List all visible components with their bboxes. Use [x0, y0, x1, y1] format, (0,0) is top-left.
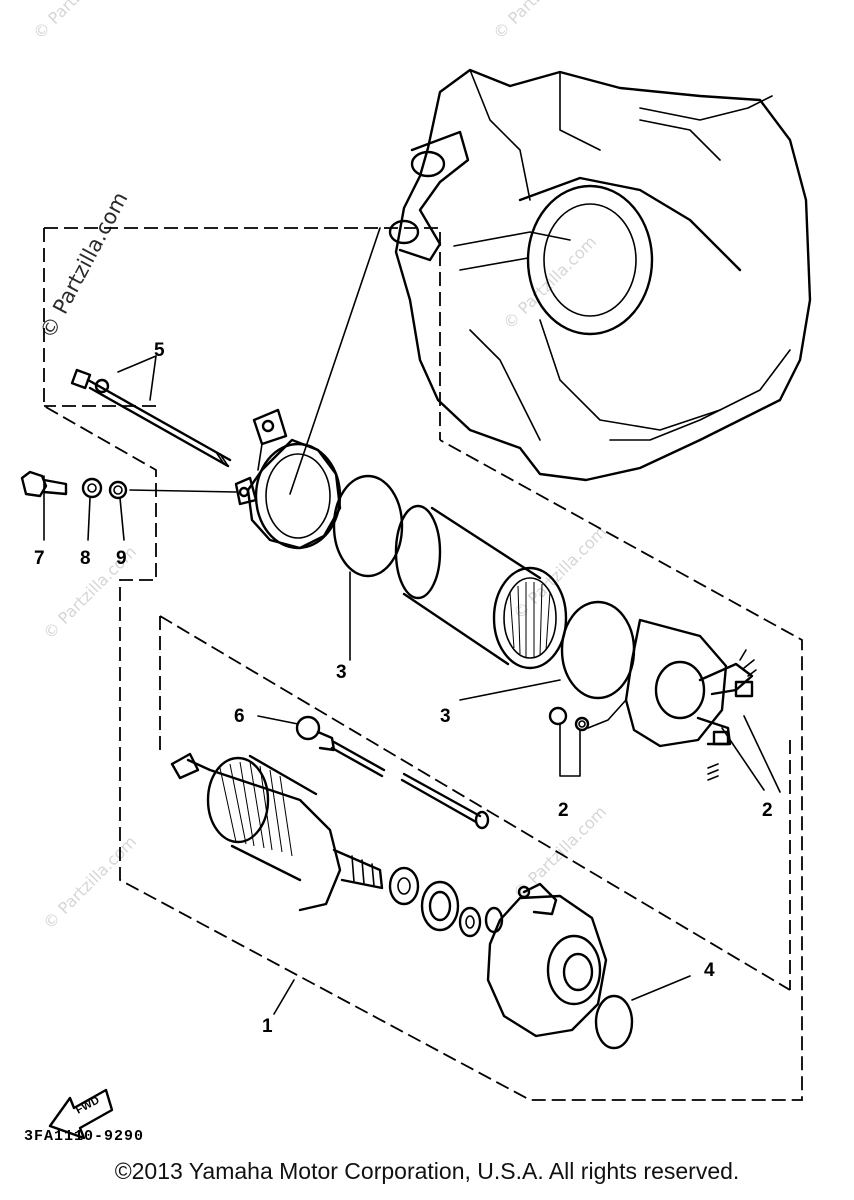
washer-8 [81, 477, 103, 499]
fwd-arrow-icon [48, 1088, 114, 1140]
copyright-notice: ©2013 Yamaha Motor Corporation, U.S.A. A… [114, 1158, 740, 1184]
end-cover-part [486, 882, 608, 1038]
small-bolt-part [20, 470, 68, 498]
washer-9-inner [113, 485, 123, 495]
watermark-text: © Partzilla.com [39, 832, 140, 933]
callout-4: 4 [704, 960, 715, 981]
callout-1: 1 [262, 1016, 273, 1037]
armature-part [170, 752, 384, 912]
callout-7: 7 [34, 548, 45, 569]
o-ring-lower [594, 994, 634, 1050]
leader-lines [43, 227, 781, 1015]
fwd-label: FWD [74, 1094, 102, 1116]
front-cover-part [234, 408, 342, 550]
callout-5: 5 [154, 340, 165, 361]
diagram-code: 3FA1110-9290 [24, 1128, 144, 1145]
callout-3a: 3 [336, 662, 347, 683]
o-ring-middle [560, 600, 636, 700]
lower-dashed-outline [159, 615, 791, 991]
o-ring-upper [332, 474, 404, 578]
motor-yoke [394, 504, 568, 670]
callout-labels: 1 2 2 3 3 4 5 6 7 8 9 [34, 340, 773, 1037]
callout-3b: 3 [440, 706, 451, 727]
nut-washer-set [548, 706, 590, 732]
callout-2a: 2 [558, 800, 569, 821]
watermark-primary: © Partzilla.com [35, 188, 132, 342]
callout-2b: 2 [762, 800, 773, 821]
callout-6: 6 [234, 706, 245, 727]
watermark-text: © Partzilla.com [509, 522, 610, 623]
brush-holder-plate [587, 618, 757, 781]
long-bolt-part [70, 368, 232, 468]
watermark-text: © Partzilla.com [29, 0, 130, 43]
callout-8: 8 [80, 548, 91, 569]
watermark-text: © Partzilla.com [489, 0, 590, 43]
rod-part [295, 715, 490, 830]
washer-9 [108, 480, 128, 500]
bearing-washer-stack [388, 866, 504, 938]
upper-dashed-outline [43, 227, 803, 1101]
upper-dashed-leader [404, 227, 441, 440]
callout-9: 9 [116, 548, 127, 569]
crankcase-illustration [388, 68, 812, 482]
washer-8-inner [87, 483, 97, 493]
